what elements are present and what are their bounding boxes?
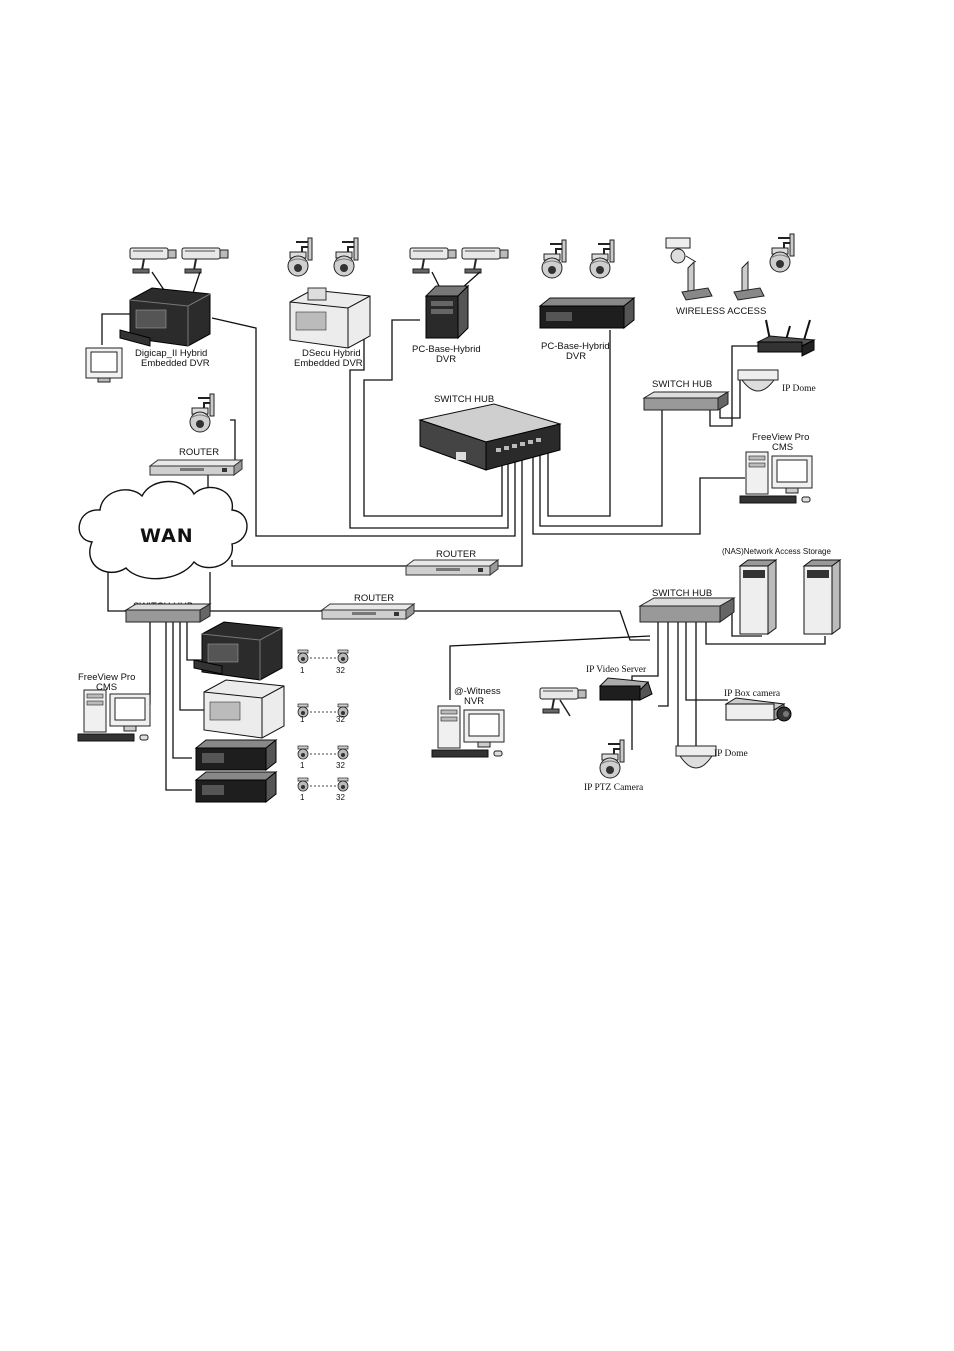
cam-row-1-to: 32 [336,666,345,675]
camera-row-2: 1 32 [297,703,349,724]
cam-row-2-to: 32 [336,715,345,724]
switch-hub-center: SWITCH HUB [418,394,562,471]
ip-dome-bottom: IP Dome [675,745,748,769]
witness-nvr-label-1: @-Witness [454,686,501,697]
camera-row-3: 1 32 [297,745,349,770]
ip-video-server-label: IP Video Server [586,665,647,675]
freeview-pro-cms-right: FreeView Pro CMS [739,432,813,504]
router-top-left-label: ROUTER [179,447,219,458]
pc-hybrid-1-label-1: PC-Base-Hybrid [412,344,481,355]
dsecu-label-1: DSecu Hybrid [302,348,361,359]
witness-nvr: @-Witness NVR [431,686,505,758]
ip-dome-bottom-label: IP Dome [714,749,748,759]
cam-row-4-from: 1 [300,793,305,802]
router-lower-label: ROUTER [354,593,394,604]
ip-dome-top: IP Dome [737,369,816,394]
monitor-icon [85,347,123,383]
pc-hybrid-2-label-1: PC-Base-Hybrid [541,341,610,352]
wireless-router [756,319,816,357]
camera-row-4: 1 32 [297,777,349,802]
wan-label: WAN [140,525,194,547]
network-access-storage: (NAS)Network Access Storage [722,547,842,635]
ip-box-camera: IP Box camera [724,689,792,722]
digicap-label-1: Digicap_II Hybrid [135,348,207,359]
dsecu-label-2: Embedded DVR [294,358,363,369]
connection-lines [101,313,826,791]
cam-row-4-to: 32 [336,793,345,802]
router-middle: ROUTER [405,549,499,576]
switch-hub-center-label: SWITCH HUB [434,394,494,405]
router-lower: ROUTER [321,593,415,620]
freeview-left-label-2: CMS [96,682,117,693]
wan-cloud: WAN [78,480,248,580]
switch-hub-right-top-label: SWITCH HUB [652,379,712,390]
digicap-label-2: Embedded DVR [141,358,210,369]
pc-hybrid-1-label-2: DVR [436,354,456,365]
cam-row-1-from: 1 [300,666,305,675]
freeview-right-label-1: FreeView Pro [752,432,809,443]
witness-nvr-label-2: NVR [464,696,484,707]
switch-hub-right-top: SWITCH HUB [643,379,729,411]
freeview-right-label-2: CMS [772,442,793,453]
router-top-left: ROUTER [149,393,243,476]
pc-hybrid-2-label-2: DVR [566,351,586,362]
freeview-pro-cms-left: FreeView Pro CMS [77,672,151,742]
dvr-stack: 1 32 1 32 1 32 1 32 [193,621,349,803]
router-middle-label: ROUTER [436,549,476,560]
cam-row-3-to: 32 [336,761,345,770]
ip-dome-top-label: IP Dome [782,384,816,394]
nas-label: (NAS)Network Access Storage [722,547,831,556]
cam-row-3-from: 1 [300,761,305,770]
ip-box-camera-label: IP Box camera [724,689,781,699]
cam-row-2-from: 1 [300,715,305,724]
switch-hub-right-bottom-label: SWITCH HUB [652,588,712,599]
freeview-left-label-1: FreeView Pro [78,672,135,683]
ip-video-server: IP Video Server [539,665,653,717]
switch-hub-right-bottom: SWITCH HUB [638,588,736,623]
pc-base-hybrid-dvr-1: PC-Base-Hybrid DVR [409,247,509,365]
camera-row-1: 1 32 [297,649,349,675]
switch-hub-left-bottom: SWITCH HUB [125,601,211,623]
wireless-access: WIRELESS ACCESS [665,233,795,317]
pc-base-hybrid-dvr-2: PC-Base-Hybrid DVR [538,239,636,362]
wireless-access-label: WIRELESS ACCESS [676,306,766,317]
digicap-hybrid-dvr: Digicap_II Hybrid Embedded DVR [119,247,229,369]
ip-ptz-camera-label: IP PTZ Camera [584,783,644,793]
dsecu-hybrid-dvr: DSecu Hybrid Embedded DVR [287,237,371,369]
ip-ptz-camera: IP PTZ Camera [584,739,644,793]
